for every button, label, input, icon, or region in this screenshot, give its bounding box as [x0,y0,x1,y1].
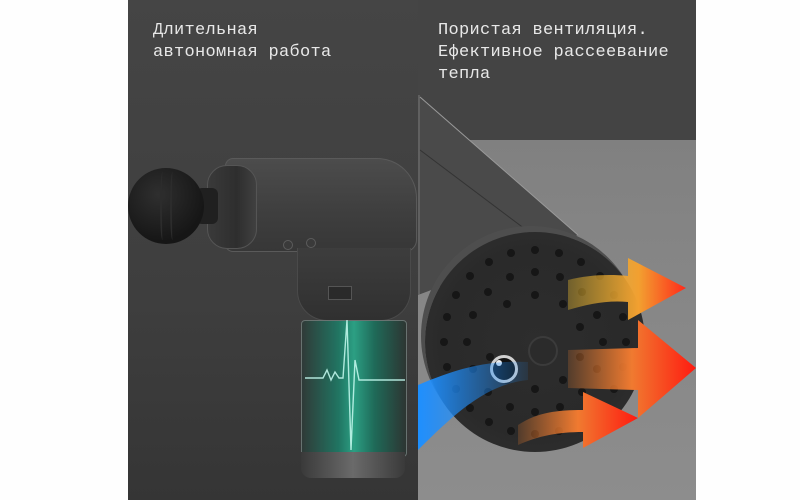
caption-ventilation: Пористая вентиляция. Ефективное рассеева… [438,21,670,84]
massage-gun-handle [297,248,411,321]
battery-cell [301,320,407,457]
massage-ball-head [128,168,204,244]
massage-gun-body [225,158,417,252]
indicator-dot [306,238,316,248]
right-panel-top-band [418,0,696,140]
heartbeat-pulse-icon [305,319,405,450]
ball-groove [160,172,165,240]
ball-groove [170,172,175,240]
handle-connector [328,286,352,300]
indicator-dot [283,240,293,250]
exhaust-arrow-middle [568,320,696,418]
exhaust-arrow-bottom [518,392,638,448]
power-button-icon [528,336,558,366]
exhaust-arrow-top [568,258,686,320]
battery-cap [301,452,405,478]
airflow-arrows [418,258,696,450]
caption-battery-life: Длительная автономная работа [153,21,332,62]
intake-air-arrow [418,361,528,450]
